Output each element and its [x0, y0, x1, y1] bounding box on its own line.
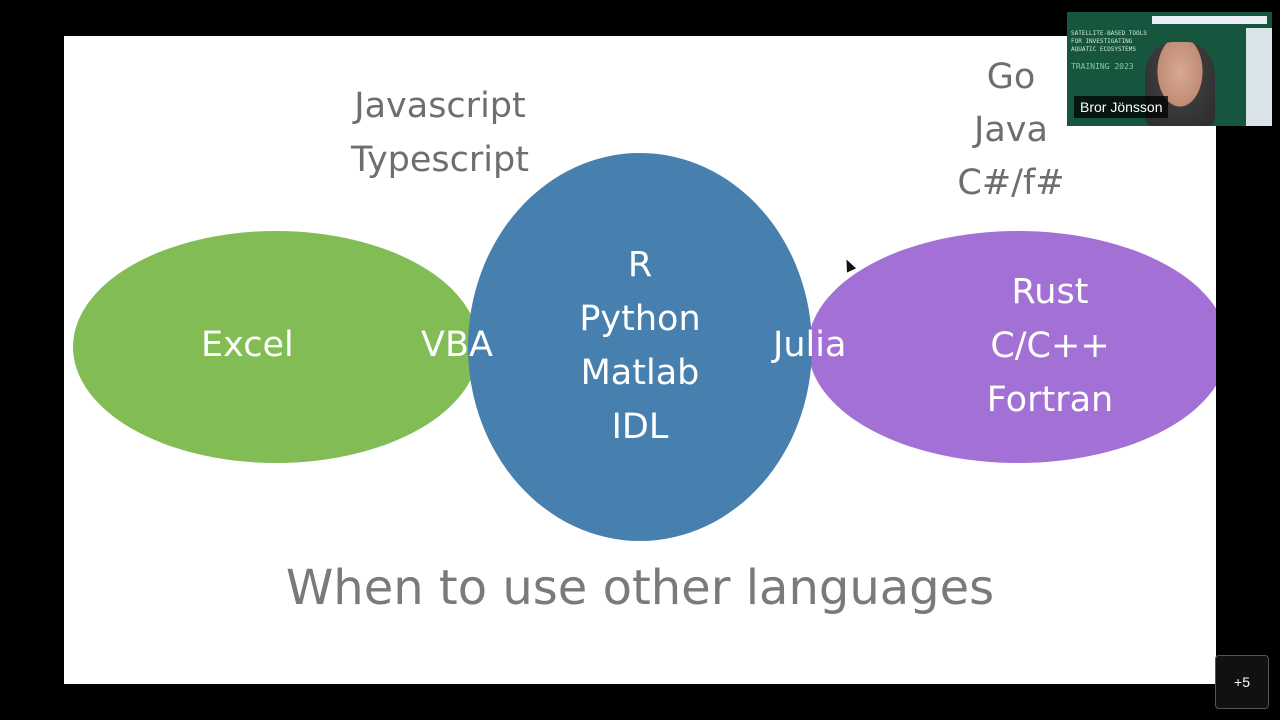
- label-r: R: [627, 245, 653, 285]
- purple-ellipse-labels: Rust C/C++ Fortran: [970, 265, 1130, 427]
- poster-side-panel: [1246, 28, 1272, 126]
- mouse-cursor-icon: [841, 257, 857, 273]
- label-go: Go: [986, 57, 1036, 97]
- label-vba: VBA: [421, 325, 493, 365]
- label-typescript: Typescript: [351, 140, 529, 180]
- participant-video-tile[interactable]: SATELLITE-BASED TOOLS FOR INVESTIGATING …: [1067, 12, 1272, 126]
- shared-slide: Excel VBA Julia R Python Matlab IDL Rust…: [64, 36, 1216, 684]
- web-languages-labels: Javascript Typescript: [335, 79, 545, 187]
- label-csharp-fsharp: C#/f#: [957, 163, 1065, 203]
- label-fortran: Fortran: [986, 380, 1114, 420]
- other-languages-labels: Go Java C#/f#: [941, 51, 1081, 210]
- blue-ellipse: [468, 153, 812, 541]
- slide-title: When to use other languages: [285, 560, 995, 616]
- label-java: Java: [974, 110, 1048, 150]
- label-julia: Julia: [773, 325, 847, 365]
- label-javascript: Javascript: [354, 86, 526, 126]
- label-rust: Rust: [1011, 272, 1089, 312]
- purple-ellipse: [808, 231, 1216, 463]
- blue-ellipse-labels: R Python Matlab IDL: [560, 238, 720, 454]
- poster-header-strip: [1152, 16, 1267, 24]
- label-python: Python: [579, 299, 701, 339]
- participant-name-tag: Bror Jönsson: [1074, 96, 1169, 118]
- poster-text: SATELLITE-BASED TOOLS FOR INVESTIGATING …: [1071, 30, 1147, 53]
- more-participants-button[interactable]: +5: [1215, 655, 1269, 709]
- label-matlab: Matlab: [580, 353, 700, 393]
- label-excel: Excel: [201, 325, 294, 365]
- label-idl: IDL: [611, 407, 669, 447]
- poster-training-text: TRAINING 2023: [1071, 62, 1134, 71]
- green-ellipse: [73, 231, 479, 463]
- label-c-cpp: C/C++: [990, 326, 1110, 366]
